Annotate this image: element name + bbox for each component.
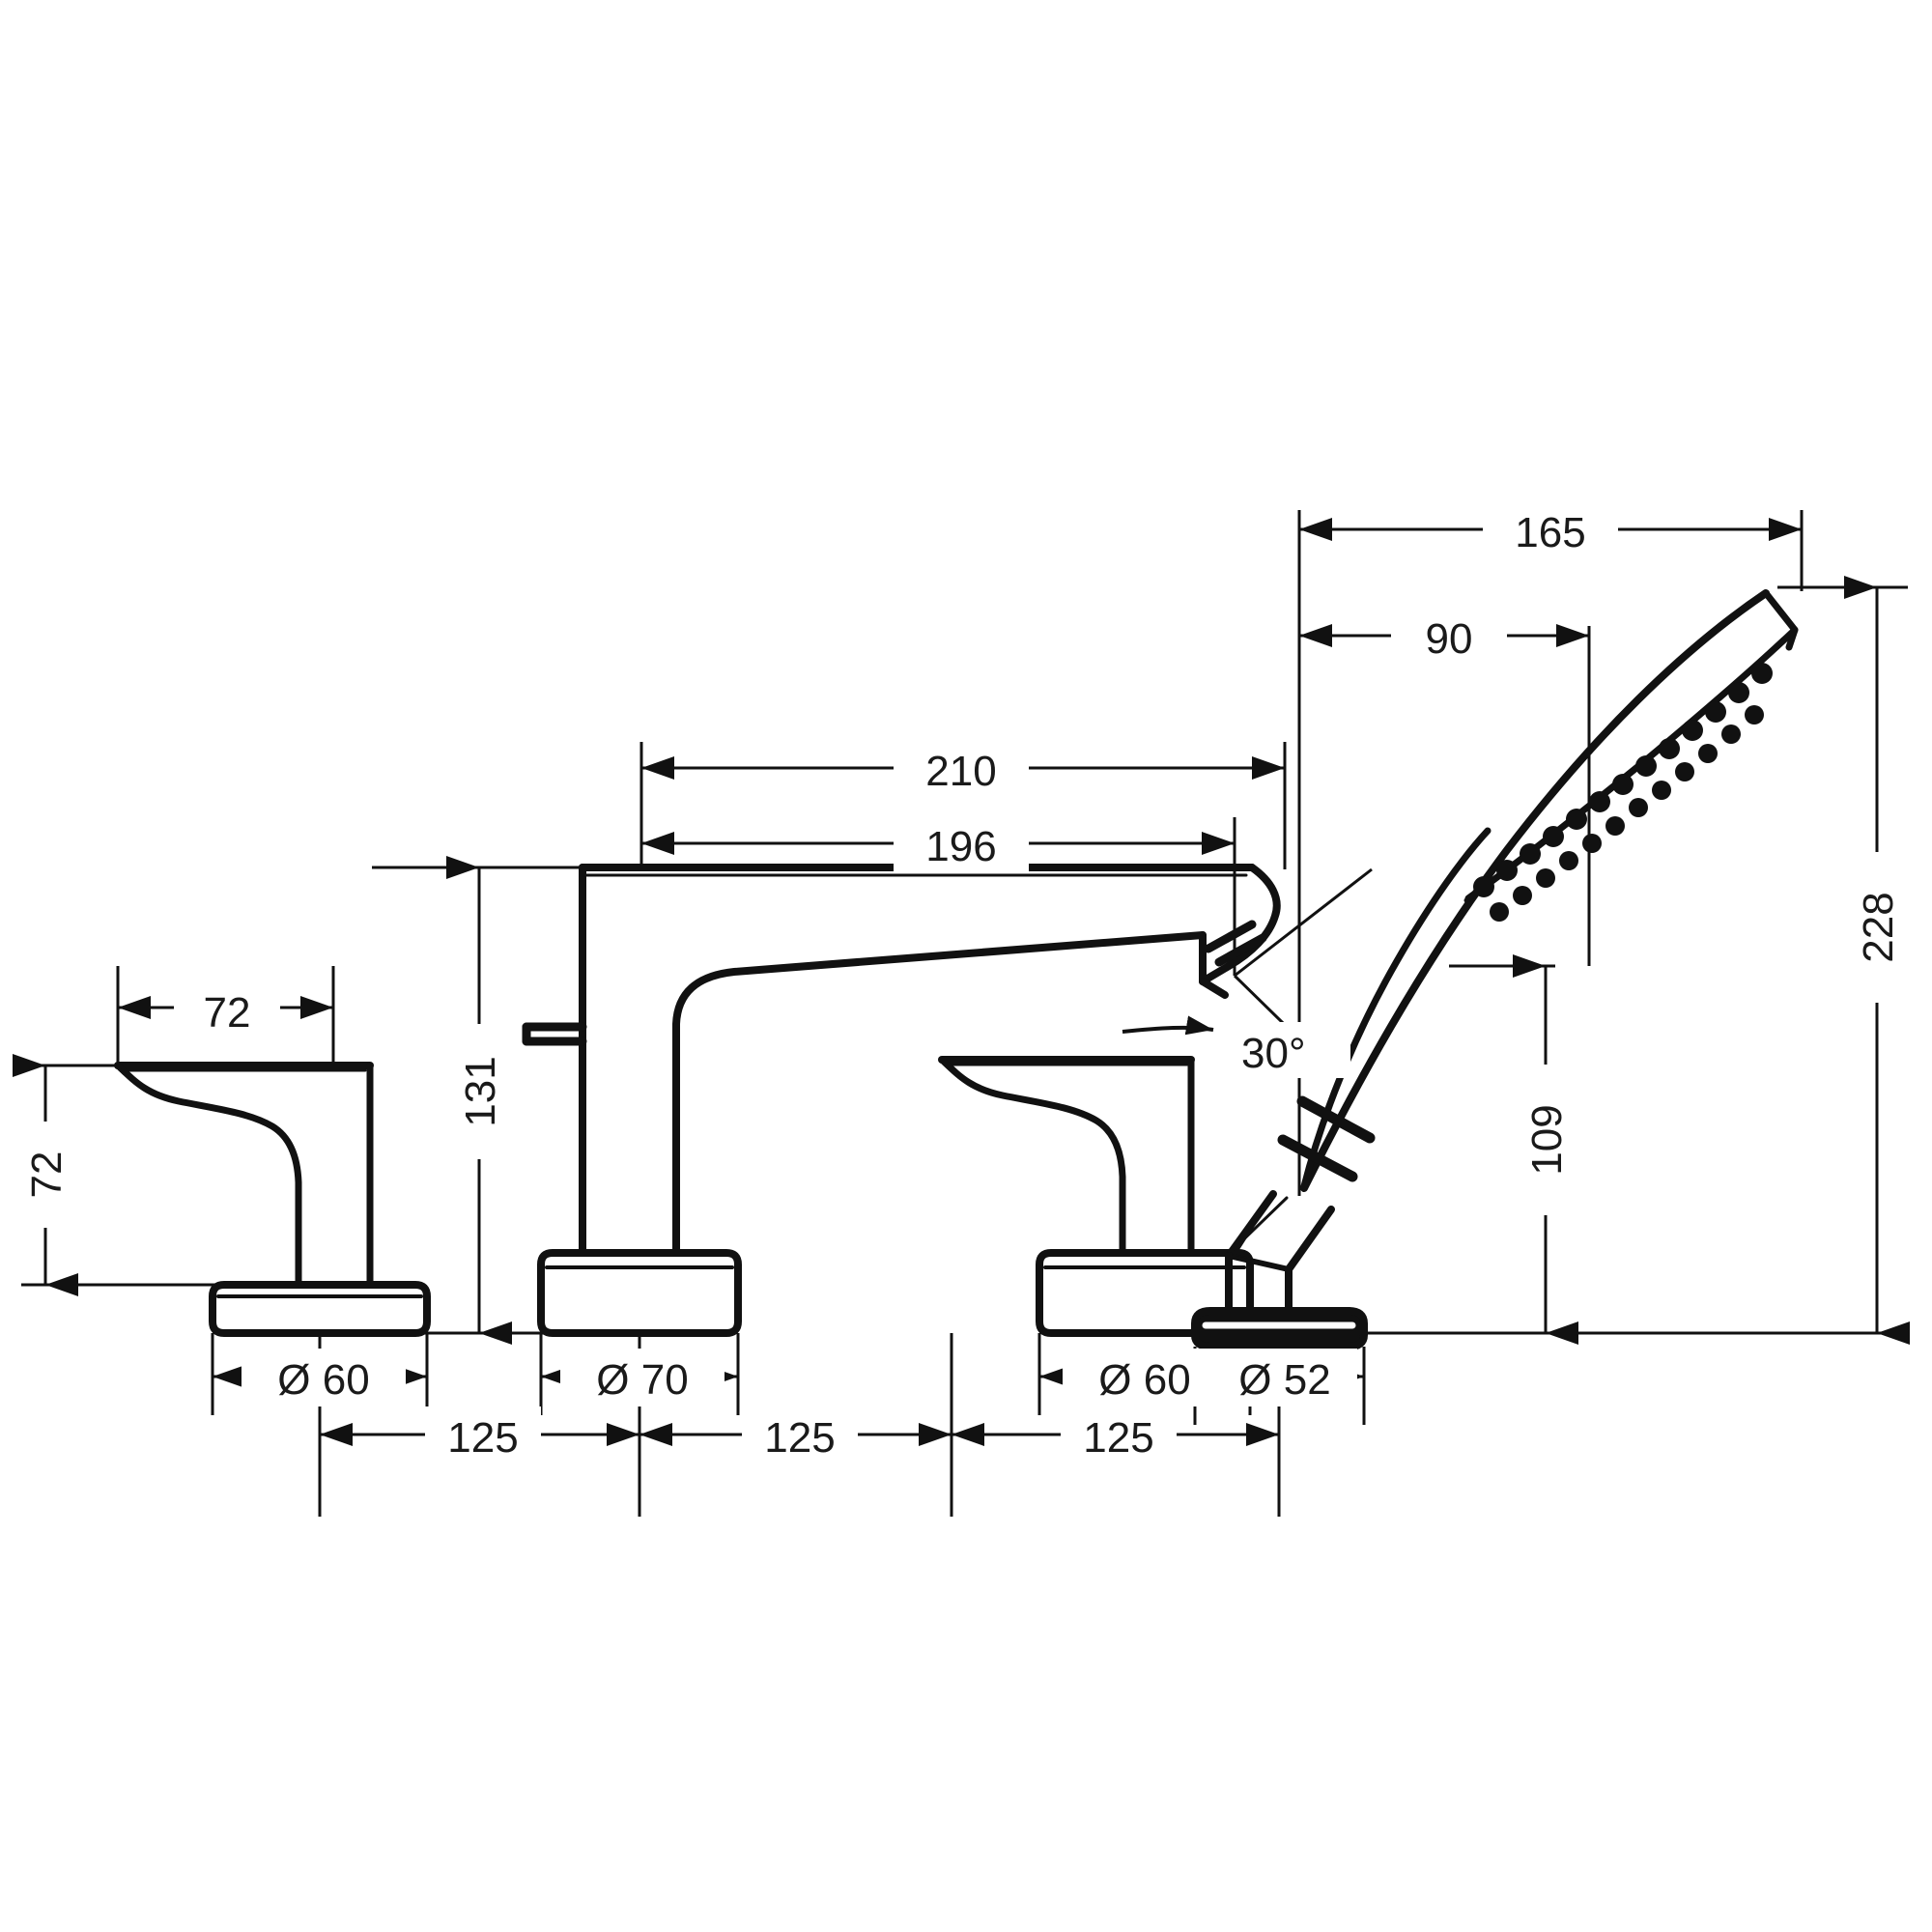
dim-label-dia70-center: Ø 70 — [596, 1356, 688, 1404]
dim-label-30-degrees: 30° — [1241, 1030, 1306, 1077]
center-spout-body — [522, 864, 1281, 1337]
dim-label-dia60-left: Ø 60 — [277, 1356, 369, 1404]
dim-label-131: 131 — [457, 1056, 504, 1126]
dim-label-228: 228 — [1855, 892, 1902, 962]
dim-label-109: 109 — [1523, 1104, 1571, 1175]
leader-30deg — [1122, 1015, 1214, 1036]
handshower-assembly — [1191, 589, 1799, 1350]
dimension-labels: 165 90 210 196 131 72 72 228 109 30° Ø 6… — [14, 498, 1908, 1464]
dim-label-125-a: 125 — [447, 1414, 518, 1462]
dim-label-196: 196 — [925, 823, 996, 870]
dim-label-90: 90 — [1426, 615, 1473, 663]
dim-label-72-horizontal: 72 — [204, 989, 251, 1037]
dim-label-210: 210 — [925, 748, 996, 795]
dim-label-dia60-right: Ø 60 — [1098, 1356, 1190, 1404]
dim-label-125-b: 125 — [764, 1414, 835, 1462]
dim-label-165: 165 — [1515, 509, 1585, 556]
dim-label-72-vertical: 72 — [23, 1151, 71, 1199]
dim-label-125-c: 125 — [1083, 1414, 1153, 1462]
ext-line-30deg-ray — [1234, 867, 1373, 978]
dim-label-dia52: Ø 52 — [1238, 1356, 1330, 1404]
